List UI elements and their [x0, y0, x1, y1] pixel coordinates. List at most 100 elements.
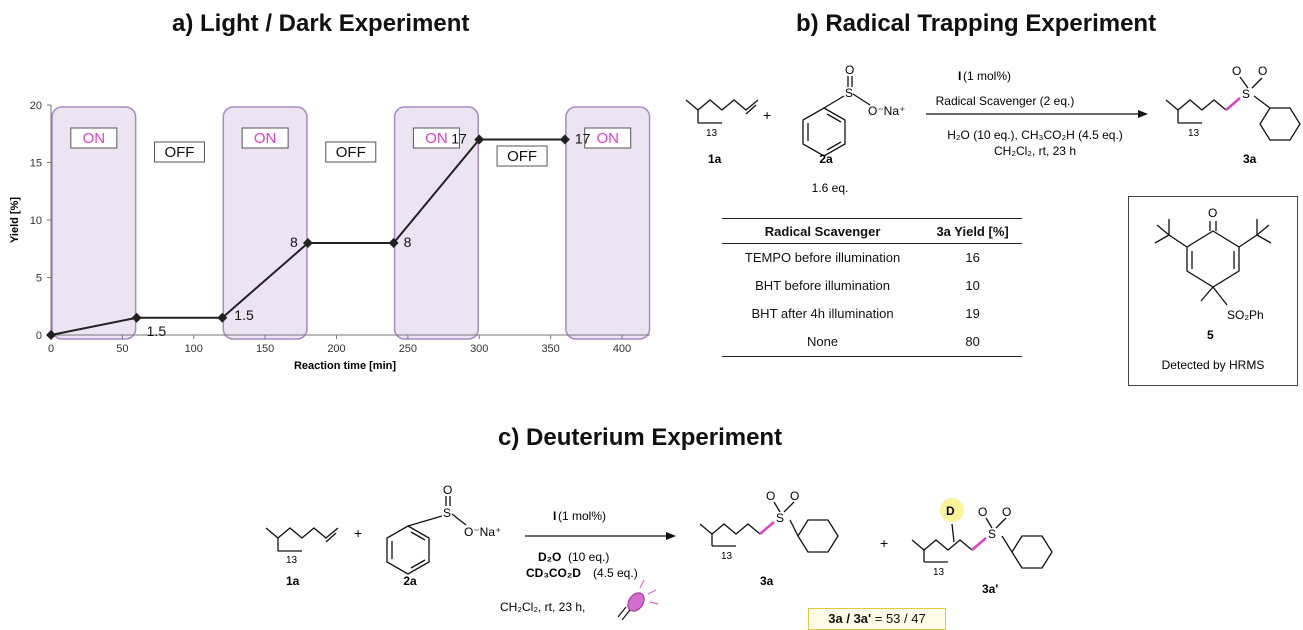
- light-on-region: [51, 106, 137, 340]
- phase-label-box: [241, 127, 289, 149]
- ratio-label: 3a / 3a': [828, 611, 872, 626]
- label-5: 5: [1207, 328, 1214, 342]
- bht-adduct-box: O SO₂Ph 5 Detected by HRMS: [1128, 196, 1298, 386]
- data-label: 8: [290, 234, 298, 250]
- product-S-c2: S: [988, 527, 996, 541]
- label-1a-c: 1a: [286, 574, 300, 588]
- phase-label-on: ON: [425, 130, 448, 147]
- table-row: BHT before illumination 10: [722, 272, 1022, 300]
- data-point: [559, 134, 570, 145]
- label-2a: 2a: [819, 152, 833, 166]
- table-cell: None: [722, 328, 924, 357]
- product-subscript-c1: 13: [721, 551, 733, 562]
- table-cell: 19: [965, 306, 980, 321]
- data-point: [217, 312, 228, 323]
- data-label: 1.5: [234, 307, 254, 323]
- phase-label-off: OFF: [507, 148, 537, 165]
- light-bulb-icon: [617, 579, 659, 621]
- product-S-c1: S: [776, 511, 784, 525]
- benzene-ring-2a: [802, 76, 871, 157]
- catalyst-bold-c: I: [553, 509, 556, 523]
- alkene-subscript-c: 13: [286, 555, 298, 566]
- phase-label-box: [325, 141, 377, 163]
- product-O-c1b: O: [790, 489, 799, 503]
- catalyst-loading-c: (1 mol%): [558, 509, 606, 523]
- sulfinate-O-top-c: O: [443, 483, 452, 497]
- product-3a: [1165, 76, 1301, 141]
- x-tick-label: 150: [256, 343, 274, 355]
- solvent-condition-c: CH₂Cl₂, rt, 23 h,: [500, 600, 585, 614]
- catalyst-loading: (1 mol%): [963, 69, 1011, 83]
- sulfinate-S-c: S: [443, 506, 451, 520]
- data-label: 17: [451, 131, 467, 147]
- y-tick-label: 15: [30, 158, 42, 170]
- title-light-dark: a) Light / Dark Experiment: [172, 10, 470, 37]
- table-header-yield: 3a Yield [%]: [923, 218, 1022, 244]
- x-tick-label: 400: [613, 343, 631, 355]
- phase-label-box: [70, 127, 118, 149]
- title-deuterium: c) Deuterium Experiment: [498, 424, 783, 451]
- plus-sign-c1: +: [354, 525, 362, 541]
- table-cell: 10: [965, 278, 980, 293]
- adduct-SO2Ph: SO₂Ph: [1227, 308, 1264, 322]
- data-point: [131, 312, 142, 323]
- product-O-c2a: O: [978, 505, 987, 519]
- data-point: [474, 134, 485, 145]
- x-tick-label: 0: [48, 343, 54, 355]
- benzene-ring-2a-c: [386, 496, 467, 575]
- title-radical-trapping: b) Radical Trapping Experiment: [796, 10, 1157, 37]
- data-point: [388, 238, 399, 248]
- alkene-subscript: 13: [706, 128, 718, 139]
- data-label: 17: [575, 131, 591, 147]
- table-cell: TEMPO before illumination: [744, 250, 901, 265]
- label-2a-c: 2a: [403, 574, 417, 588]
- product-3a-c: [699, 501, 839, 553]
- table-cell: 16: [965, 250, 980, 265]
- sulfinate-equivalents: 1.6 eq.: [812, 181, 849, 195]
- label-3a-prime: 3a': [982, 582, 998, 596]
- d2o-amount: (10 eq.): [568, 550, 609, 564]
- table-cell: BHT before illumination: [755, 278, 891, 293]
- alkene-1a-c: [265, 527, 339, 552]
- data-label: 8: [404, 234, 412, 250]
- product-3a-prime: [911, 517, 1053, 569]
- sulfinate-O-top: O: [845, 63, 854, 77]
- scavenger-table: Radical Scavenger 3a Yield [%] TEMPO bef…: [722, 218, 1022, 357]
- y-tick-label: 20: [30, 100, 42, 112]
- x-tick-label: 50: [116, 343, 128, 355]
- product-subscript: 13: [1188, 128, 1200, 139]
- ratio-note: 3a / 3a' = 53 / 47: [808, 608, 946, 630]
- plus-sign: +: [763, 107, 771, 123]
- adduct-O: O: [1208, 206, 1217, 220]
- ratio-value: = 53 / 47: [871, 611, 926, 626]
- x-tick-label: 200: [327, 343, 345, 355]
- solvent-condition: CH₂Cl₂, rt, 23 h: [994, 144, 1076, 158]
- table-cell: 80: [923, 328, 1022, 357]
- light-on-region: [565, 106, 651, 340]
- scheme-b: 13 1a + O S O⁻Na⁺ 2a 1.6 eq. I (1 mol%) …: [685, 63, 1301, 195]
- product-O-c1a: O: [766, 489, 775, 503]
- y-tick-label: 0: [36, 330, 42, 342]
- label-1a: 1a: [708, 152, 722, 166]
- table-row: TEMPO before illumination 16: [722, 244, 1022, 273]
- acid-amount: (4.5 eq.): [593, 566, 638, 580]
- phase-label-on: ON: [254, 130, 277, 147]
- data-label: 1.5: [147, 323, 167, 339]
- scheme-c: 13 1a + O S O⁻Na⁺ 2a I (1 mol%) D₂O (10 …: [265, 483, 1053, 621]
- phase-label-box: [584, 127, 632, 149]
- phase-label-on: ON: [596, 130, 619, 147]
- y-tick-label: 5: [36, 273, 42, 285]
- product-O-c2b: O: [1002, 505, 1011, 519]
- x-tick-label: 100: [185, 343, 203, 355]
- table-header-scavenger: Radical Scavenger: [722, 218, 924, 244]
- acid-bold: CD₃CO₂D: [526, 566, 581, 580]
- y-axis-label: Yield [%]: [9, 197, 21, 243]
- product-subscript-c2: 13: [933, 567, 945, 578]
- phase-label-box: [153, 141, 205, 163]
- sulfinate-S: S: [845, 86, 853, 100]
- y-tick-label: 10: [30, 215, 42, 227]
- product-O-right: O: [1258, 64, 1267, 78]
